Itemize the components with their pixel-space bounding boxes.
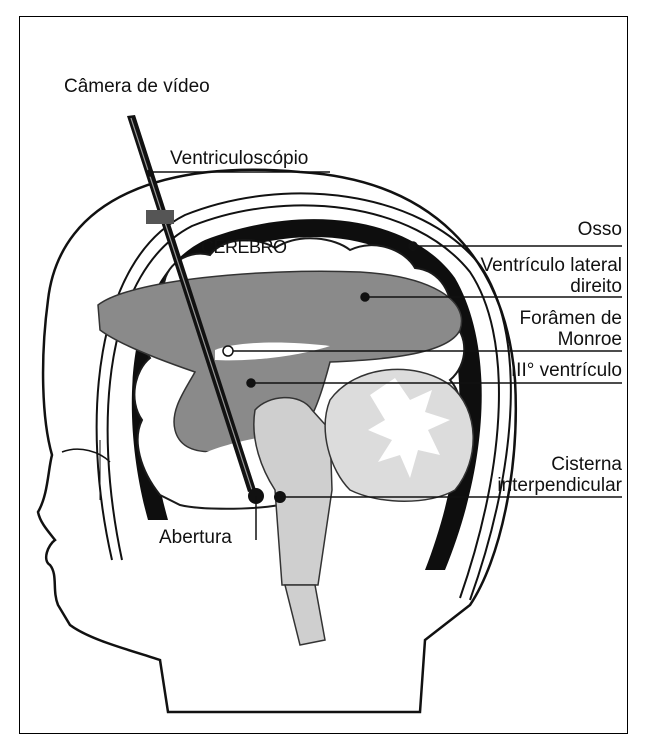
label-cistern-line1: Cisterna bbox=[551, 454, 622, 476]
leader-dot-bone bbox=[409, 242, 417, 250]
leader-dot-lateral-ventricle bbox=[361, 293, 369, 301]
label-third-ventricle: III° ventrículo bbox=[511, 360, 622, 382]
leader-dot-foramen bbox=[223, 346, 233, 356]
label-foramen-line2: Monroe bbox=[558, 329, 622, 351]
label-lateral-ventricle-line1: Ventrículo lateral bbox=[480, 255, 622, 277]
leader-dot-endoscope bbox=[147, 170, 153, 176]
label-lateral-ventricle-line2: direito bbox=[570, 276, 622, 298]
label-opening: Abertura bbox=[159, 527, 232, 549]
label-brain: CÉREBRO bbox=[201, 236, 287, 258]
cistern-dot bbox=[274, 491, 286, 503]
label-foramen-line1: Forâmen de bbox=[520, 308, 622, 330]
label-endoscope: Ventriculoscópio bbox=[170, 148, 308, 170]
label-camera: Câmera de vídeo bbox=[64, 76, 210, 98]
label-cistern-line2: interpendicular bbox=[497, 475, 622, 497]
ventriculoscope-skull-entry bbox=[146, 210, 174, 224]
leader-dot-third-ventricle bbox=[247, 379, 255, 387]
label-bone: Osso bbox=[578, 219, 622, 241]
